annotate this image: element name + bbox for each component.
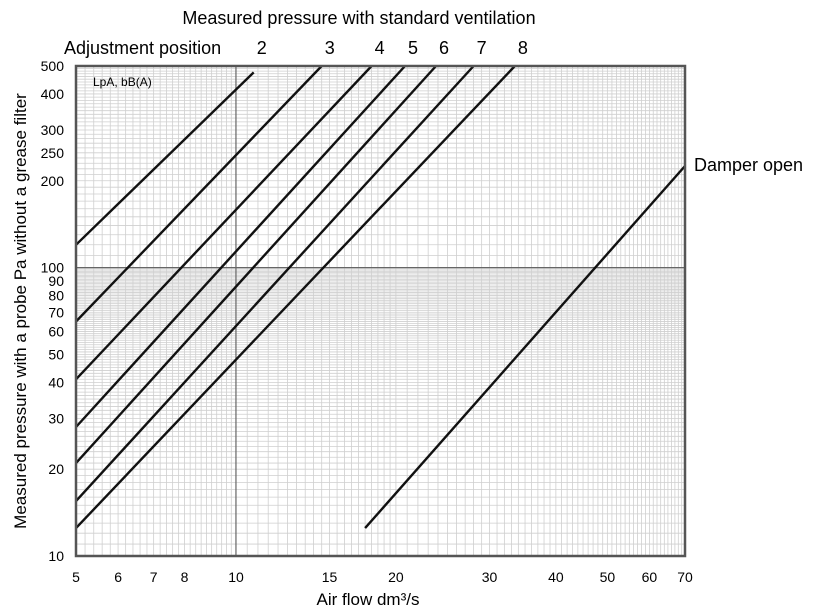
inner-label: LpA, bB(A) [93,75,152,89]
series-line-6 [75,65,437,464]
y-tick-label: 500 [41,58,65,74]
y-tick-label: 80 [48,288,64,304]
position-label-5: 5 [408,38,418,58]
y-tick-label: 60 [48,324,64,340]
y-tick-label: 300 [41,122,65,138]
position-label-4: 4 [375,38,385,58]
x-tick-label: 40 [548,569,564,585]
series-line-5 [75,65,406,428]
y-tick-label: 40 [48,374,64,390]
series-line-3 [75,65,323,323]
x-tick-label: 10 [228,569,244,585]
x-tick-label: 60 [642,569,658,585]
x-tick-label: 30 [482,569,498,585]
x-tick-label: 70 [677,569,693,585]
x-tick-label: 5 [72,569,80,585]
y-axis-label: Measured pressure with a probe Pa withou… [11,93,30,529]
y-tick-label: 70 [48,304,64,320]
chart-title: Measured pressure with standard ventilat… [182,8,535,28]
x-tick-label: 15 [322,569,338,585]
y-tick-label: 100 [41,260,65,276]
position-label: Adjustment position [64,38,221,58]
x-tick-label: 6 [114,569,122,585]
x-tick-label: 7 [150,569,158,585]
grid [76,66,685,556]
damper-open-label: Damper open [694,155,803,175]
y-tick-label: 200 [41,173,65,189]
y-tick-label: 90 [48,273,64,289]
series-line-4 [75,65,373,381]
position-labels: 2 3 4 5 6 7 8 [257,38,528,58]
x-tick-label: 50 [600,569,616,585]
y-tick-label: 30 [48,410,64,426]
y-tick-label: 250 [41,145,65,161]
series-lines [75,65,686,529]
series-line-2 [75,71,255,246]
x-tick-label: 20 [388,569,404,585]
position-label-8: 8 [518,38,528,58]
y-tick-label: 10 [48,548,64,564]
position-label-7: 7 [477,38,487,58]
y-tick-label: 20 [48,461,64,477]
x-tick-labels: 5 6 7 8 10 15 20 30 40 50 60 70 [72,569,693,585]
y-tick-label: 50 [48,346,64,362]
x-axis-label: Air flow dm³/s [317,590,420,609]
position-label-3: 3 [325,38,335,58]
series-line-8 [75,65,516,529]
x-tick-label: 8 [181,569,189,585]
plot-frame [74,64,687,558]
position-label-2: 2 [257,38,267,58]
major-grid [76,66,685,556]
series-line-damper-open [364,165,686,529]
position-label-6: 6 [439,38,449,58]
series-line-7 [75,65,475,502]
y-tick-label: 400 [41,86,65,102]
